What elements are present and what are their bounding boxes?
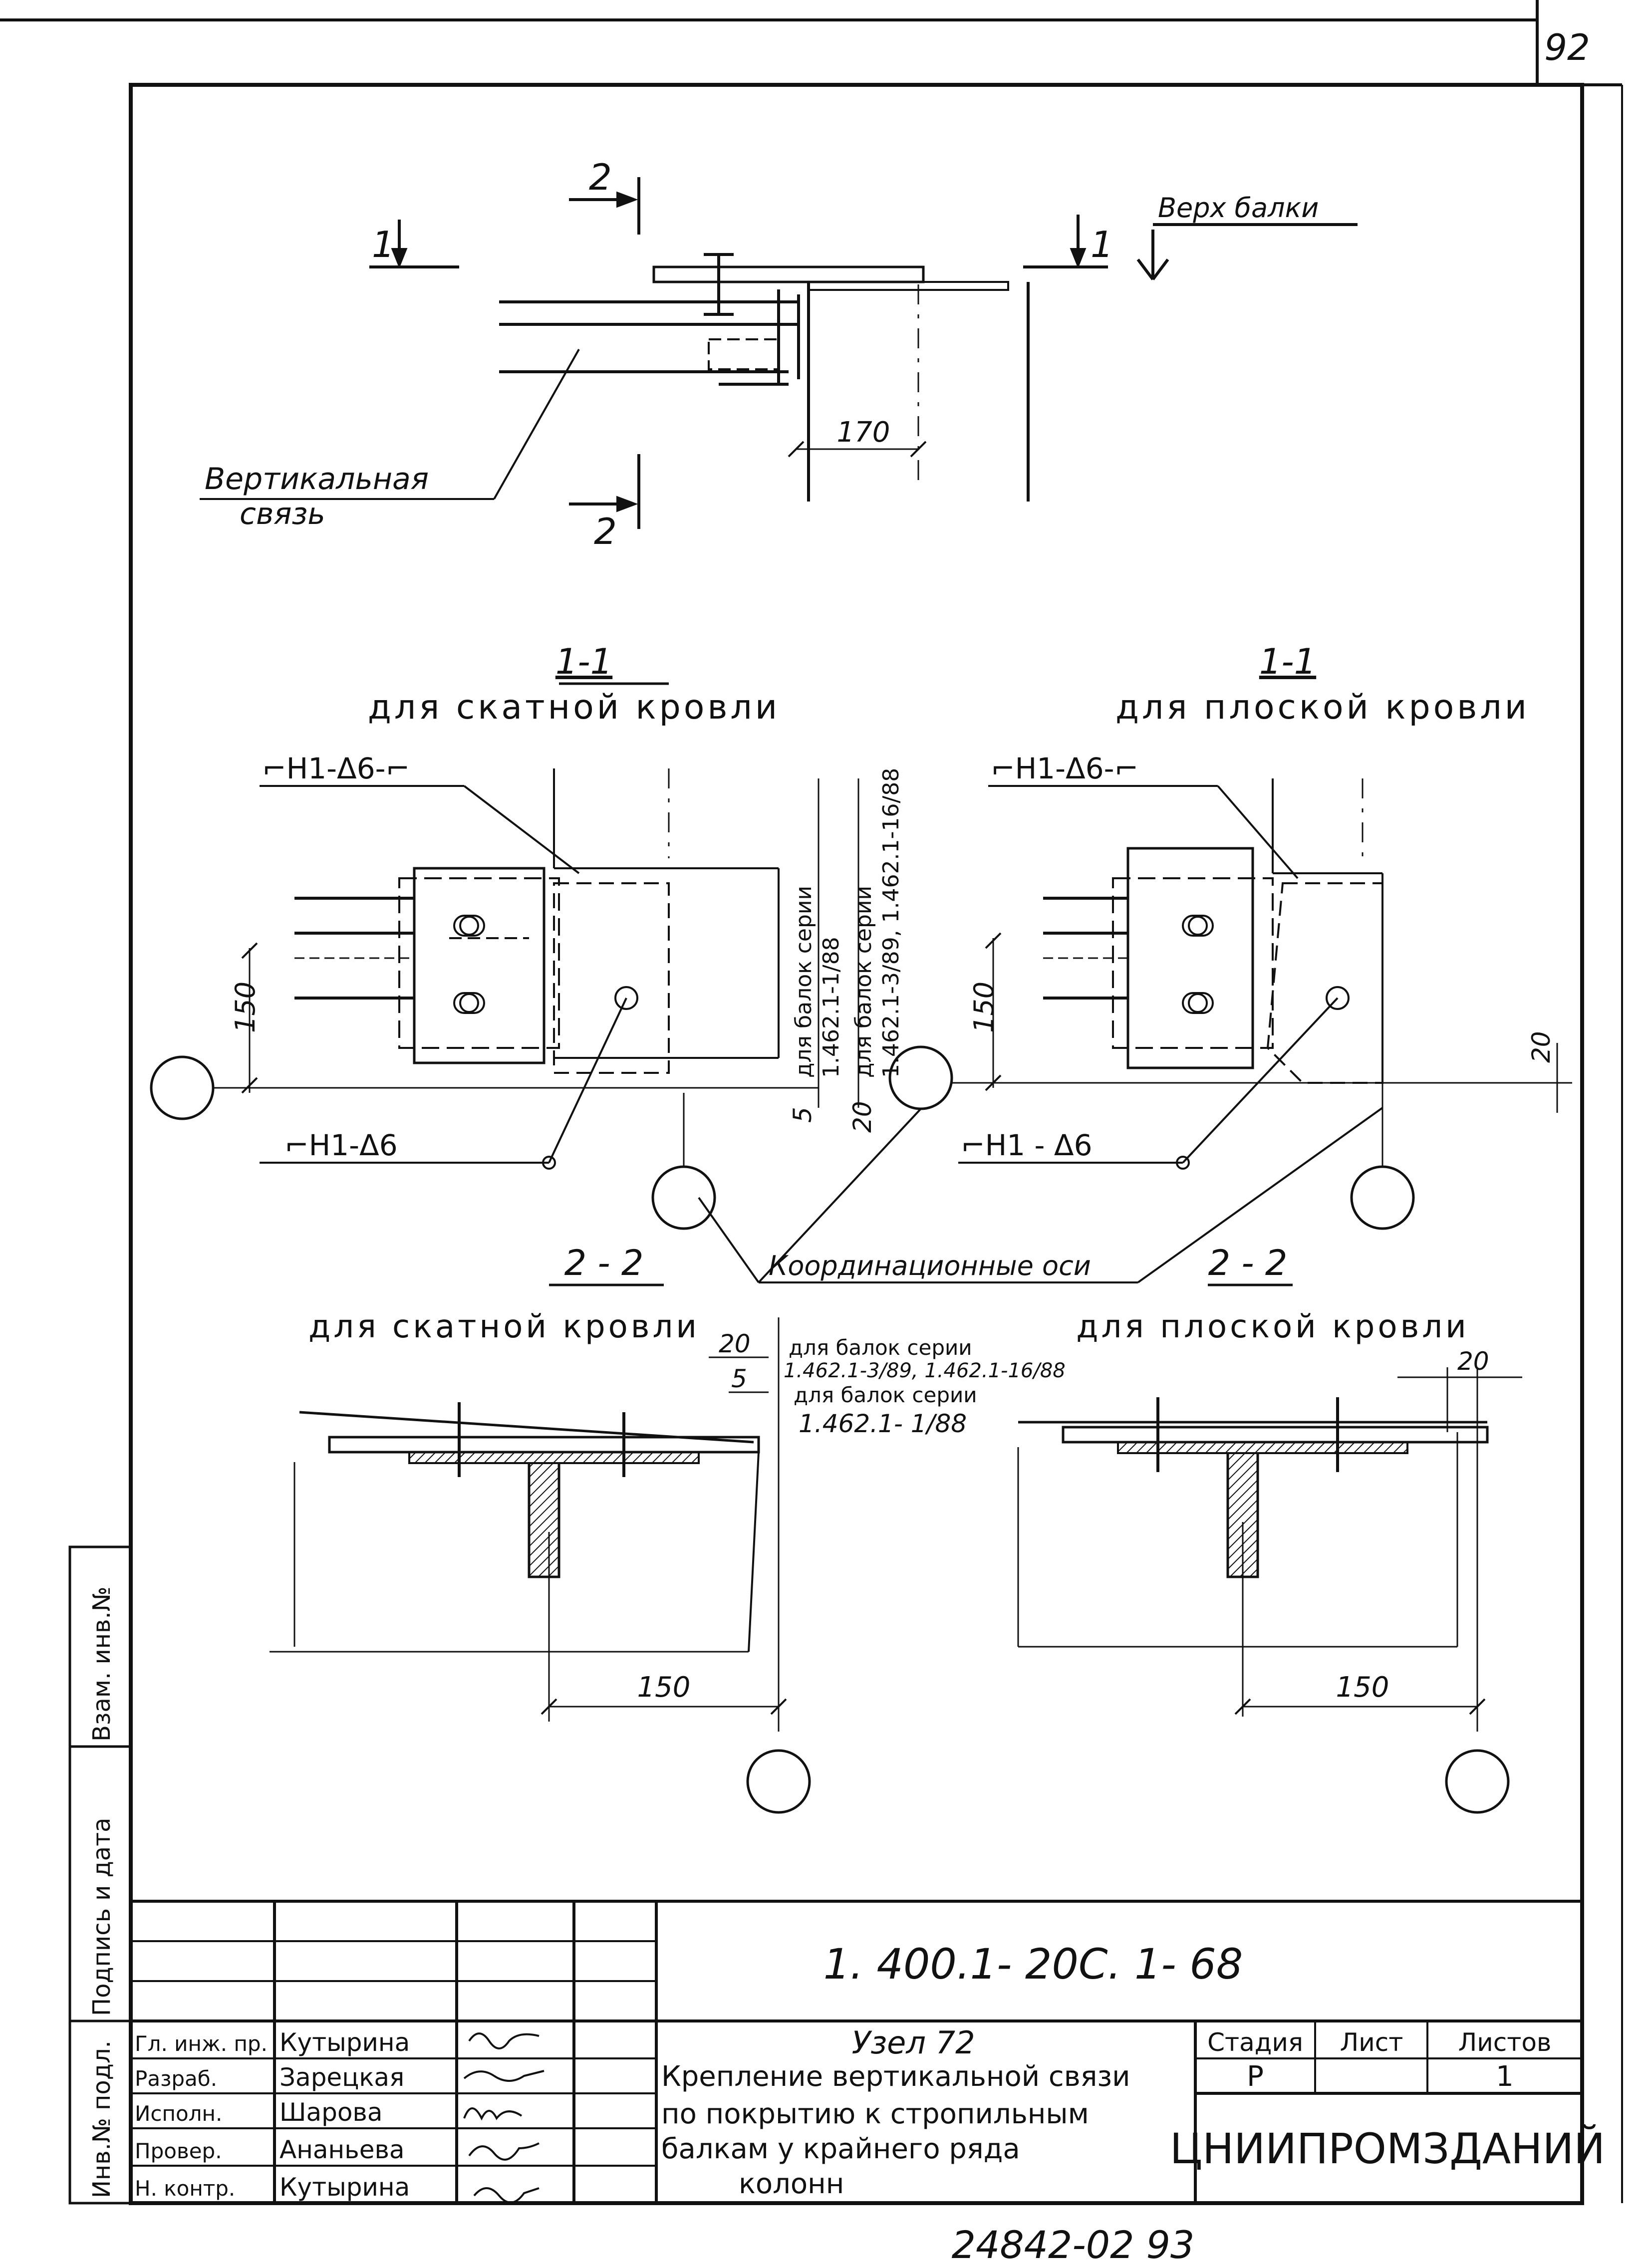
vertical-brace-label-1: Вертикальная	[205, 462, 429, 497]
section-1-1-left-title: для скатной кровли	[368, 688, 780, 727]
cut-2-bottom-label: 2	[594, 510, 617, 552]
section-1-1-right	[888, 778, 1572, 1230]
sheet-frame	[0, 0, 1623, 2205]
section-2-2-left-note-2: 1.462.1-3/89, 1.462.1-16/88	[784, 1359, 1066, 1382]
signer-role-3: Провер.	[135, 2139, 222, 2163]
signer-name-4: Кутырина	[279, 2173, 410, 2202]
cut-1-right-label: 1	[1091, 224, 1113, 265]
stage-header: Стадия	[1207, 2028, 1303, 2057]
signer-name-0: Кутырина	[279, 2028, 410, 2057]
page-number: 92	[1544, 26, 1590, 68]
side-stamp-podpis: Подпись и дата	[88, 1817, 116, 2016]
section-2-2-left-title: для скатной кровли	[308, 1308, 700, 1345]
description-line-2: по покрытию к стропильным	[661, 2098, 1089, 2130]
signer-role-2: Исполн.	[135, 2101, 222, 2126]
signatures	[463, 2032, 545, 2204]
section-2-2-left-note-1: для балок серии	[789, 1335, 972, 1360]
top-of-beam-label: Верх балки	[1158, 192, 1319, 224]
dim-20-right: 20	[1527, 1031, 1556, 1063]
section-2-2-left-note-3: для балок серии	[794, 1383, 977, 1407]
plan-view	[200, 177, 1358, 529]
signer-role-1: Разраб.	[135, 2066, 217, 2091]
weld-top-right: ⌐Н1-Δ6-⌐	[991, 752, 1138, 785]
sheet-header: Лист	[1340, 2028, 1403, 2057]
weld-top-left: ⌐Н1-Δ6-⌐	[262, 752, 410, 785]
section-2-2-left	[270, 1283, 811, 1814]
drawing-designation: 1. 400.1- 20С. 1- 68	[824, 1940, 1243, 1989]
signer-name-2: Шарова	[279, 2098, 383, 2127]
section-2-2-right-title: для плоской кровли	[1076, 1308, 1469, 1345]
cut-1-left-label: 1	[372, 224, 395, 265]
signer-name-3: Ананьева	[279, 2135, 405, 2164]
series-note-3: для балок серии	[851, 886, 876, 1078]
stage-value: Р	[1247, 2060, 1264, 2093]
signer-role-4: Н. контр.	[135, 2176, 235, 2201]
side-stamp-inv-podl: Инв.№ подл.	[88, 2040, 116, 2198]
series-note-4: 1.462.1-3/89, 1.462.1-16/88	[878, 768, 904, 1078]
dim-150-left: 150	[230, 982, 261, 1033]
section-2-2-right-dim-150: 150	[1336, 1671, 1389, 1704]
cut-2-top-label: 2	[589, 156, 612, 198]
description-line-1: Крепление вертикальной связи	[661, 2060, 1130, 2093]
description-line-4: колонн	[739, 2168, 844, 2200]
weld-bottom-left: ⌐Н1-Δ6	[284, 1128, 398, 1162]
section-1-1-left	[150, 682, 859, 1230]
section-1-1-right-number: 1-1	[1259, 641, 1316, 682]
dim-20-left: 20	[848, 1101, 877, 1133]
section-1-1-left-number: 1-1	[555, 641, 612, 682]
dim-170: 170	[837, 416, 890, 449]
organization-name: ЦНИИПРОМЗДАНИЙ	[1170, 2124, 1605, 2173]
coordination-axes-label: Координационные оси	[769, 1250, 1091, 1281]
vertical-brace-label-2: связь	[240, 497, 325, 531]
title-block	[131, 1900, 1582, 2203]
section-2-2-right	[1017, 1283, 1522, 1814]
description-line-3: балкам у крайнего ряда	[661, 2133, 1020, 2165]
signer-role-0: Гл. инж. пр.	[135, 2031, 268, 2056]
bottom-number: 24842-02 93	[952, 2223, 1195, 2267]
section-2-2-left-number: 2 - 2	[564, 1243, 644, 1283]
side-stamp	[68, 1545, 132, 2205]
section-2-2-left-dim-150: 150	[637, 1671, 691, 1704]
dim-5-left: 5	[788, 1107, 817, 1123]
side-stamp-vzam: Взам. инв.№	[88, 1586, 116, 1742]
coordination-axes-leader	[698, 1107, 1383, 1283]
weld-bottom-right: ⌐Н1 - Δ6	[961, 1128, 1093, 1162]
sheets-header: Листов	[1458, 2028, 1552, 2057]
node-title: Узел 72	[851, 2024, 975, 2061]
section-2-2-left-dim-5: 5	[731, 1364, 747, 1393]
section-2-2-right-number: 2 - 2	[1208, 1243, 1288, 1283]
series-note-2: 1.462.1-1/88	[819, 937, 844, 1078]
section-2-2-right-dim-20: 20	[1457, 1347, 1489, 1376]
section-2-2-left-dim-20: 20	[719, 1329, 751, 1358]
section-1-1-right-title: для плоской кровли	[1115, 688, 1530, 727]
signer-name-1: Зарецкая	[279, 2063, 404, 2092]
section-2-2-left-note-4: 1.462.1- 1/88	[799, 1409, 967, 1438]
sheets-value: 1	[1496, 2060, 1514, 2093]
dim-150-right: 150	[968, 982, 1000, 1033]
series-note-1: для балок серии	[791, 886, 817, 1078]
